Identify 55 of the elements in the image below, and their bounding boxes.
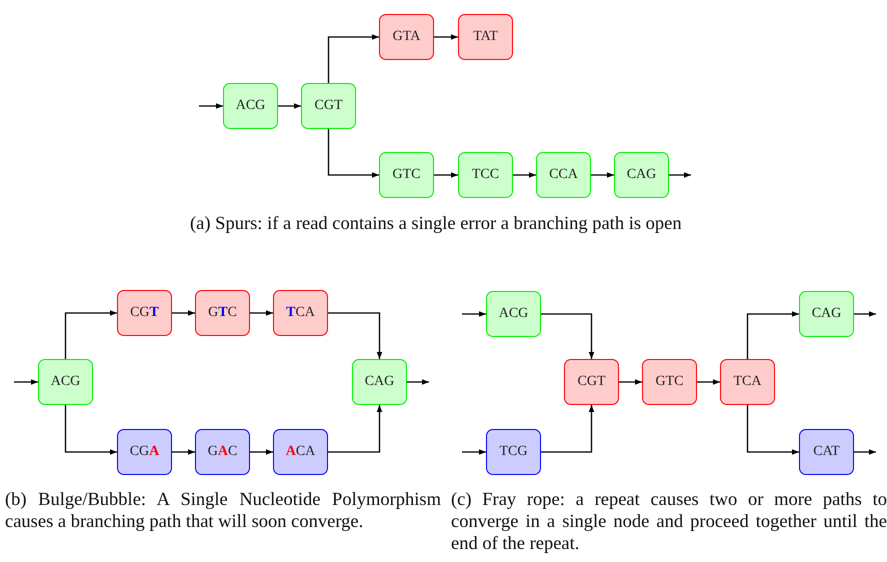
- kmer-node: TAT: [458, 14, 513, 60]
- arrow: [172, 310, 195, 316]
- arrow: [250, 310, 273, 316]
- kmer-node: ACG: [486, 291, 541, 337]
- arrow: [64, 310, 117, 359]
- arrow: [14, 379, 38, 385]
- kmer-node: GTC: [195, 290, 250, 336]
- kmer-node: CAG: [614, 152, 669, 198]
- kmer-node: GTA: [379, 14, 434, 60]
- arrow: [462, 311, 486, 317]
- arrow: [591, 172, 614, 178]
- arrow: [541, 313, 594, 359]
- arrow: [854, 311, 876, 317]
- arrow: [746, 405, 799, 455]
- arrow: [669, 172, 691, 178]
- kmer-node: CGT: [564, 359, 619, 405]
- kmer-node: CCA: [536, 152, 591, 198]
- kmer-node: TCC: [458, 152, 513, 198]
- kmer-node: TCA: [273, 290, 328, 336]
- arrow: [407, 379, 429, 385]
- kmer-node: CGT: [301, 83, 356, 129]
- arrow: [250, 449, 273, 455]
- kmer-node: CAT: [799, 429, 854, 475]
- kmer-node: TCA: [720, 359, 775, 405]
- arrow: [434, 172, 458, 178]
- arrow: [328, 405, 382, 453]
- arrow: [328, 129, 379, 178]
- arrow: [697, 379, 720, 385]
- kmer-node: CGT: [117, 290, 172, 336]
- arrow: [434, 34, 458, 40]
- figure-caption: (b) Bulge/Bubble: A Single Nucleotide Polymorphism causes a branching path that will soon converge.: [5, 489, 441, 533]
- kmer-node: ACA: [273, 429, 328, 475]
- arrow: [328, 312, 382, 359]
- kmer-node: GTC: [379, 152, 434, 198]
- figure-caption: (c) Fray rope: a repeat causes two or more paths to converge in a single node and proceed together until the end of the repeat.: [451, 489, 887, 555]
- kmer-node: GTC: [642, 359, 697, 405]
- arrow: [541, 405, 594, 453]
- kmer-node: ACG: [223, 83, 278, 129]
- arrow: [328, 34, 379, 83]
- kmer-node: GAC: [195, 429, 250, 475]
- arrow: [172, 449, 195, 455]
- arrow: [619, 379, 642, 385]
- arrow: [462, 449, 486, 455]
- arrow: [746, 311, 799, 359]
- kmer-node: CGA: [117, 429, 172, 475]
- arrow: [854, 449, 876, 455]
- kmer-node: CAG: [799, 291, 854, 337]
- arrow: [199, 103, 223, 109]
- kmer-node: TCG: [486, 429, 541, 475]
- kmer-node: CAG: [352, 359, 407, 405]
- arrow: [513, 172, 536, 178]
- figure-caption: (a) Spurs: if a read contains a single error a branching path is open: [190, 213, 683, 235]
- arrow: [278, 103, 301, 109]
- arrow: [64, 405, 117, 455]
- kmer-node: ACG: [38, 359, 93, 405]
